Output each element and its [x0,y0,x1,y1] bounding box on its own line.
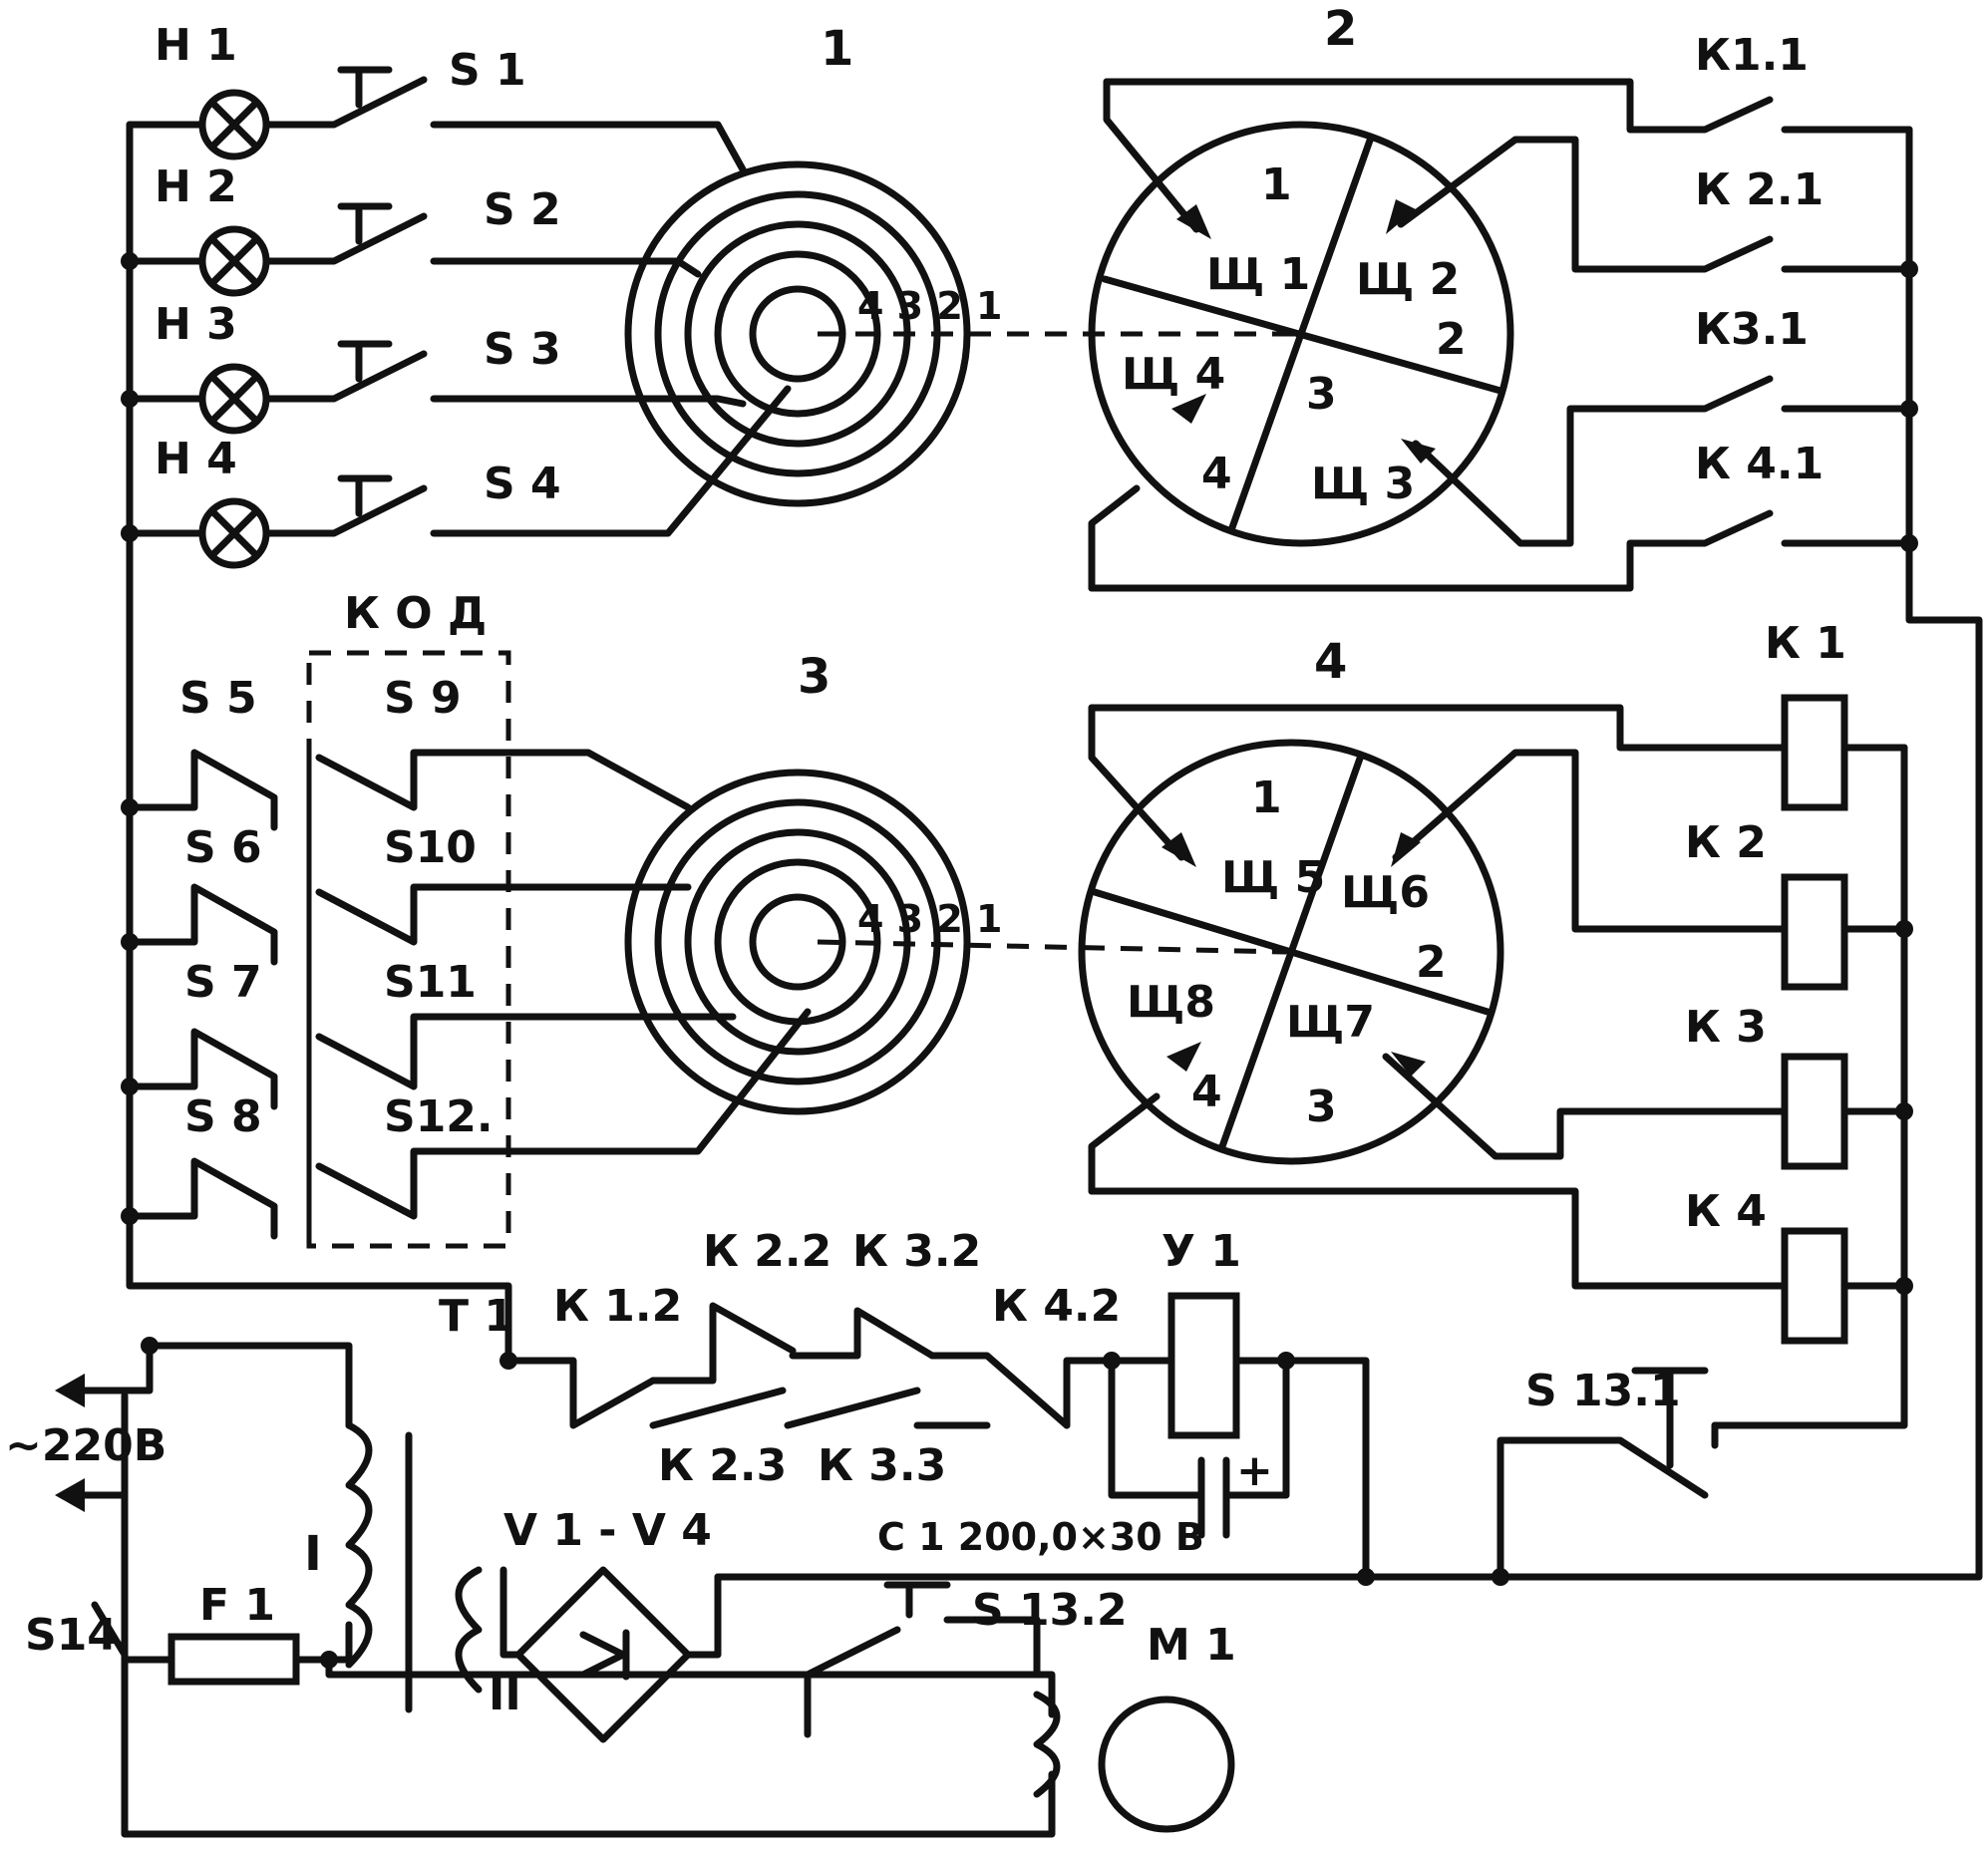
pushbutton-s13-1 [1496,1367,1719,1581]
label-h3: Н 3 [155,299,237,350]
label-k2-2: К 2.2 [703,1226,831,1277]
label-sector-4-bottom: 4 [1191,1067,1222,1117]
label-k3-2: К 3.2 [852,1226,981,1277]
relay-contacts-k1-k4 [1681,96,1774,547]
label-k3-1: К3.1 [1695,304,1809,355]
pushbutton-s3 [262,340,428,403]
label-k3: К 3 [1685,1002,1767,1053]
label-k1: К 1 [1765,618,1846,669]
label-brush-8: Щ8 [1127,977,1215,1028]
label-block-3: 3 [798,649,830,705]
lamp-h3 [198,363,270,435]
label-brush-4: Щ 4 [1122,349,1225,400]
label-t1: Т 1 [439,1291,514,1342]
label-winding-1: I [304,1526,322,1582]
pushbutton-s4 [262,474,428,537]
main-wiring [126,121,1983,1581]
label-block-1: 1 [821,21,853,77]
label-sector-2-top: 2 [1436,314,1467,365]
label-s3: S 3 [484,324,561,375]
brush-disc-2 [1088,78,1689,592]
label-h4: Н 4 [155,434,237,484]
label-k1-2: К 1.2 [553,1281,682,1332]
label-y1: У 1 [1161,1226,1241,1277]
label-s10: S10 [384,822,477,873]
label-mains: ~220В [5,1420,166,1471]
label-brush-5: Щ 5 [1221,852,1325,903]
label-sector-2-bottom: 2 [1416,937,1447,988]
label-sector-1-top: 1 [1261,159,1292,210]
label-s13-2: S 13.2 [972,1585,1128,1636]
label-f1: F 1 [199,1580,275,1631]
label-s11: S11 [384,957,477,1008]
label-s5: S 5 [179,673,257,724]
label-winding-2: II [489,1670,521,1720]
label-k2: К 2 [1685,817,1767,868]
label-c1: С 1 200,0×30 В [877,1515,1204,1559]
power-supply [55,1342,1235,1838]
code-switch-block [126,650,812,1249]
lamp-row [198,66,792,569]
junction-dots [121,252,1918,1669]
label-bridge: V 1 - V 4 [503,1505,712,1556]
label-sector-3-top: 3 [1306,369,1337,420]
label-block-2: 2 [1324,1,1357,57]
relay-coils [1781,694,1848,1345]
lamp-h2 [198,225,270,297]
label-s2: S 2 [484,184,561,235]
label-block-4: 4 [1314,634,1347,690]
component-labels: Н 1 Н 2 Н 3 Н 4 S 1 S 2 S 3 S 4 1 2 3 4 … [5,1,1846,1720]
label-s6: S 6 [184,822,262,873]
label-k4-2: К 4.2 [992,1281,1121,1332]
label-s9: S 9 [384,673,462,724]
label-sector-1-bottom: 1 [1251,773,1282,823]
label-kod: К О Д [344,588,487,639]
lamp-h1 [198,89,270,160]
label-k2-3: К 2.3 [658,1440,787,1491]
ring-disc-1 [624,160,1296,507]
contact-chain: + [504,1292,1370,1581]
label-k4-1: К 4.1 [1695,439,1823,489]
label-k2-1: К 2.1 [1695,164,1823,215]
label-m1: М 1 [1147,1620,1236,1671]
label-s12: S12. [384,1091,494,1142]
label-s14: S14 [25,1610,118,1661]
label-k4: К 4 [1685,1186,1767,1237]
label-s1: S 1 [449,45,526,96]
label-brush-3: Щ 3 [1311,459,1415,509]
label-sector-4-top: 4 [1201,449,1232,499]
label-s8: S 8 [184,1091,262,1142]
label-ring-numbers-1: 4 3 2 1 [857,284,1002,328]
brush-disc-4 [1078,704,1833,1290]
label-h2: Н 2 [155,161,237,212]
label-s7: S 7 [184,957,262,1008]
label-ring-numbers-3: 4 3 2 1 [857,897,1002,941]
label-k1-1: К1.1 [1695,30,1809,81]
label-brush-6: Щ6 [1341,867,1430,918]
lamp-h4 [198,497,270,569]
label-k3-3: К 3.3 [818,1440,946,1491]
label-brush-2: Щ 2 [1356,254,1460,305]
svg-text:+: + [1236,1445,1273,1496]
pushbutton-s1 [262,66,428,129]
label-brush-1: Щ 1 [1206,249,1310,300]
label-h1: Н 1 [155,20,237,71]
ring-disc-3 [624,769,1287,1115]
label-s13-1: S 13.1 [1525,1366,1681,1416]
label-s4: S 4 [484,459,561,509]
label-sector-3-bottom: 3 [1306,1082,1337,1132]
label-brush-7: Щ7 [1286,997,1375,1048]
pushbutton-s2 [262,202,428,265]
